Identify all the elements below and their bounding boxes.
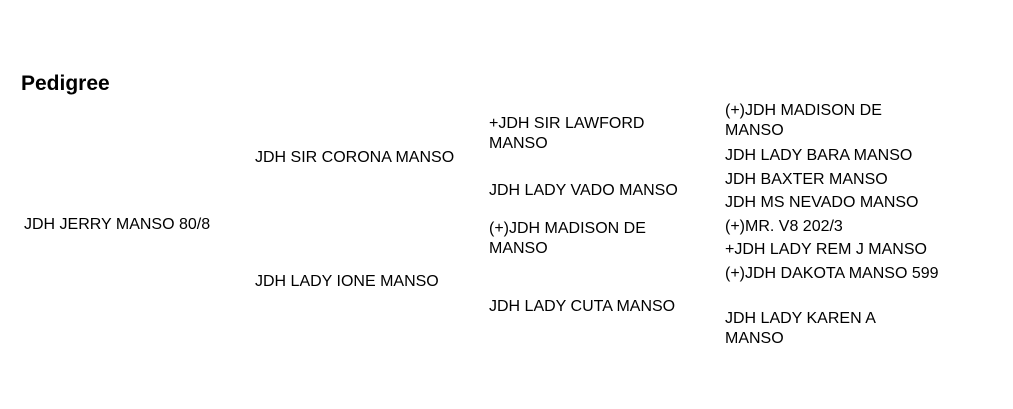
sire-name: JDH SIR CORONA MANSO [255, 149, 455, 166]
ggen-5: (+)MR. V8 202/3 [725, 218, 843, 235]
dam-dam-name: JDH LADY CUTA MANSO [489, 298, 676, 315]
ggen-6: +JDH LADY REM J MANSO [725, 241, 927, 258]
ggen-8: JDH LADY KAREN A MANSO [725, 310, 875, 347]
dam-name: JDH LADY IONE MANSO [255, 273, 439, 290]
sire-dam-name: JDH LADY VADO MANSO [489, 182, 678, 199]
animal-name: JDH JERRY MANSO 80/8 [24, 216, 211, 233]
ggen-4: JDH MS NEVADO MANSO [725, 194, 919, 211]
ggen-7: (+)JDH DAKOTA MANSO 599 [725, 265, 939, 282]
sire-sire-name: +JDH SIR LAWFORD MANSO [489, 115, 645, 152]
ggen-2: JDH LADY BARA MANSO [725, 147, 913, 164]
ggen-1: (+)JDH MADISON DE MANSO [725, 102, 882, 139]
page-title: Pedigree [21, 72, 110, 95]
ggen-3: JDH BAXTER MANSO [725, 171, 888, 188]
dam-sire-name: (+)JDH MADISON DE MANSO [489, 220, 646, 257]
